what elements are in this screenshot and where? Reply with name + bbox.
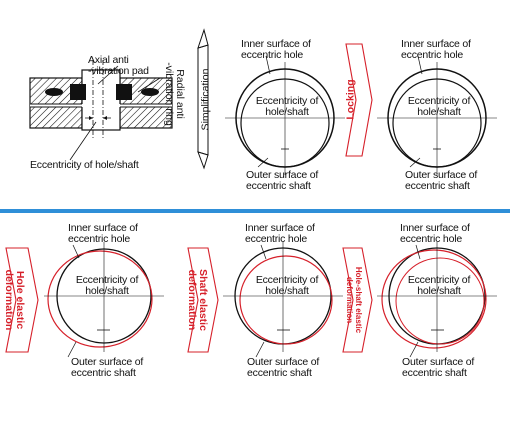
label-line: -vibration pad (88, 65, 149, 77)
label-outer-surface: Outer surface of eccentric shaft (405, 170, 477, 192)
label-line: eccentric hole (68, 233, 130, 245)
label-line: Inner surface of (245, 222, 315, 234)
label-axial-pad: Axial anti -vibration pad (88, 55, 149, 77)
label-outer-surface: Outer surface of eccentric shaft (402, 357, 474, 379)
label-outer-surface: Outer surface of eccentric shaft (246, 170, 318, 192)
label-eccentricity: Eccentricity of hole/shaft (250, 275, 324, 297)
label-line: Eccentricity of (407, 95, 471, 107)
label-line: eccentric shaft (246, 180, 311, 192)
label-line: deformation (3, 269, 15, 331)
label-line: hole/shaft (417, 285, 461, 297)
label-locking: Locking (344, 79, 357, 120)
label-line: Outer surface of (247, 356, 320, 368)
label-hole-shaft-elastic: Hole-shaft elastic deformation (345, 257, 363, 343)
label-eccentricity: Eccentricity of hole/shaft (402, 96, 476, 118)
label-line: Outer surface of (402, 356, 475, 368)
device-cross-section (29, 60, 173, 161)
label-simplification: Simplification (199, 68, 212, 131)
arrow-locking (345, 43, 373, 157)
bottom-panel-1-circles (44, 242, 164, 358)
label-line: eccentric shaft (247, 367, 312, 379)
label-inner-surface: Inner surface of eccentric hole (241, 39, 311, 61)
label-line: eccentric hole (241, 49, 303, 61)
label-outer-surface: Outer surface of eccentric shaft (71, 357, 143, 379)
label-line: Radial anti (174, 69, 186, 119)
label-outer-surface: Outer surface of eccentric shaft (247, 357, 319, 379)
label-line: Inner surface of (400, 222, 470, 234)
label-inner-surface: Inner surface of eccentric hole (245, 223, 315, 245)
label-line: eccentric hole (400, 233, 462, 245)
arrow-hole-elastic (5, 247, 39, 353)
label-line: eccentric hole (401, 49, 463, 61)
label-line: Hole-shaft elastic (354, 266, 363, 334)
top-panel-1-circles (225, 55, 345, 175)
label-inner-surface: Inner surface of eccentric hole (400, 223, 470, 245)
label-line: Inner surface of (68, 222, 138, 234)
label-eccentricity: Eccentricity of hole/shaft (70, 275, 144, 297)
label-line: Eccentricity of (255, 95, 319, 107)
label-hole-elastic: Hole elastic deformation (3, 266, 26, 334)
label-line: eccentric shaft (402, 367, 467, 379)
label-line: Eccentricity of (407, 274, 471, 286)
label-line: Hole elastic (14, 270, 26, 330)
label-line: Inner surface of (241, 38, 311, 50)
label-line: eccentric shaft (71, 367, 136, 379)
arrow-shaft-elastic (187, 247, 219, 353)
label-line: Outer surface of (246, 169, 319, 181)
label-inner-surface: Inner surface of eccentric hole (68, 223, 138, 245)
label-line: Eccentricity of (75, 274, 139, 286)
label-inner-surface: Inner surface of eccentric hole (401, 39, 471, 61)
label-line: hole/shaft (265, 106, 309, 118)
label-line: -vibration ring (163, 62, 175, 126)
label-line: Outer surface of (71, 356, 144, 368)
label-line: Shaft elastic (197, 269, 209, 331)
label-device-eccentricity: Eccentricity of hole/shaft (30, 159, 139, 171)
label-line: eccentric hole (245, 233, 307, 245)
label-line: hole/shaft (85, 285, 129, 297)
bottom-panel-2-circles (223, 242, 343, 358)
top-panel-2-circles (377, 55, 497, 175)
label-line: deformation (186, 269, 198, 331)
label-line: Inner surface of (401, 38, 471, 50)
label-line: hole/shaft (265, 285, 309, 297)
label-eccentricity: Eccentricity of hole/shaft (402, 275, 476, 297)
label-eccentricity: Eccentricity of hole/shaft (250, 96, 324, 118)
bottom-panel-3-circles (377, 242, 497, 358)
label-line: Eccentricity of (255, 274, 319, 286)
label-line: deformation (345, 276, 354, 324)
label-line: eccentric shaft (405, 180, 470, 192)
label-line: Outer surface of (405, 169, 478, 181)
label-shaft-elastic: Shaft elastic deformation (186, 264, 209, 336)
label-radial-ring: Radial anti -vibration ring (163, 62, 186, 126)
label-line: Axial anti (88, 54, 129, 66)
arrow-hole-shaft-elastic (342, 247, 373, 353)
label-line: hole/shaft (417, 106, 461, 118)
